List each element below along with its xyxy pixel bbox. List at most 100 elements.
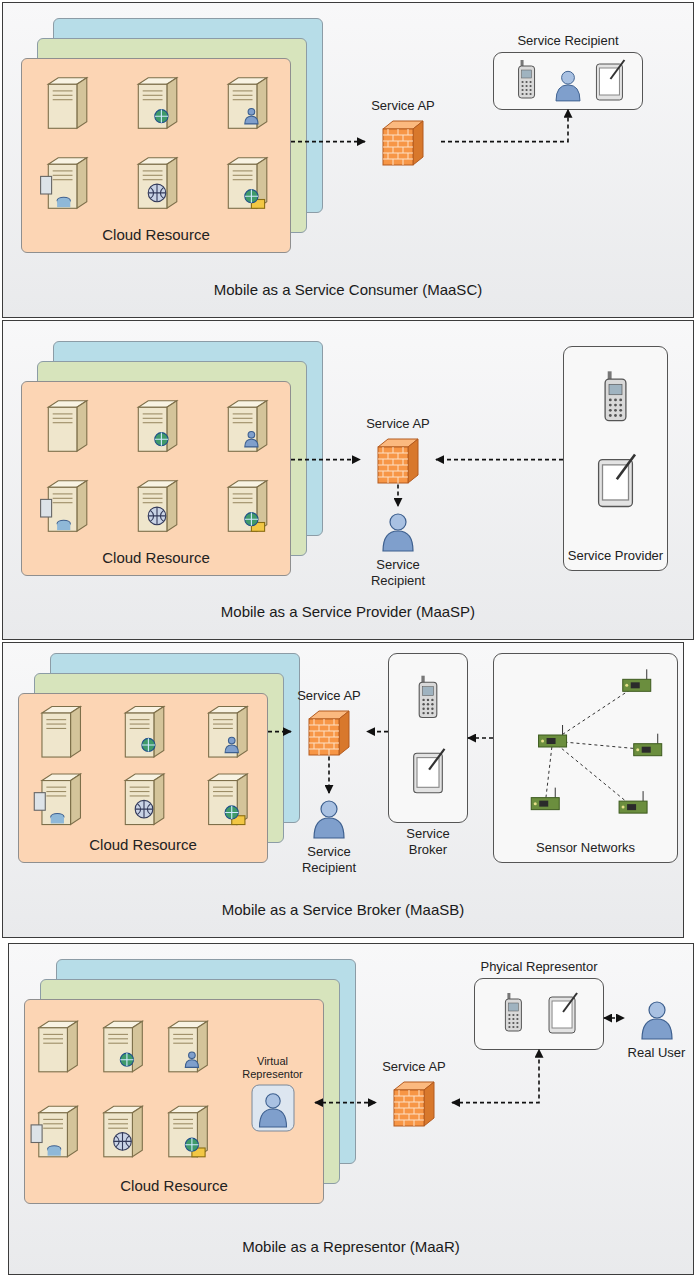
- wire-globe-badge: [135, 800, 153, 818]
- firewall-front: [309, 719, 339, 755]
- device-group: Phyical Representor: [474, 959, 604, 1050]
- scenario-caption: Mobile as a Service Provider (MaaSP): [3, 603, 693, 621]
- server-slot: [46, 728, 66, 729]
- server-slot: [130, 728, 150, 729]
- phone-key: [529, 88, 531, 90]
- server-rack: [22, 59, 292, 219]
- dashed-connector: [268, 731, 291, 733]
- scenario-caption: Mobile as a Service Consumer (MaaSC): [3, 281, 693, 299]
- firewall-icon: [381, 117, 425, 167]
- firewall-icon: [376, 435, 420, 485]
- sensor-link: [545, 741, 552, 804]
- sensor-icon: [531, 788, 559, 810]
- person-label: Real User: [628, 1045, 686, 1061]
- cloud-label: Cloud Resource: [25, 1177, 323, 1195]
- globe-badge: [225, 806, 238, 819]
- server-slot: [130, 719, 150, 720]
- server-front: [138, 164, 167, 208]
- server-front: [39, 1028, 68, 1072]
- brick-joint: [403, 159, 404, 165]
- phone-key: [427, 699, 429, 701]
- server-slot: [53, 170, 73, 171]
- server-slot: [46, 787, 66, 788]
- server-slot: [53, 413, 73, 414]
- dashed-connector: [315, 1102, 376, 1104]
- person-body: [259, 1109, 286, 1127]
- person-icon: [556, 71, 580, 101]
- sensor-antenna: [643, 791, 644, 801]
- server-slot: [233, 422, 253, 423]
- server-front: [48, 407, 77, 451]
- server-icon: [125, 706, 164, 757]
- brick-joint: [388, 453, 389, 459]
- dashed-connector: [441, 110, 568, 142]
- phone-key: [431, 699, 433, 701]
- cloud-resource: Cloud Resource: [21, 381, 291, 576]
- globe-badge: [120, 1053, 133, 1066]
- server-slot: [53, 493, 73, 494]
- wire-globe-lines: [114, 1133, 132, 1151]
- server-slot: [233, 413, 253, 414]
- brick-joint: [314, 743, 315, 749]
- brick-joint: [404, 1120, 405, 1126]
- server-icon: [104, 1106, 143, 1157]
- globe-lines: [185, 1138, 198, 1151]
- server-slot: [233, 498, 253, 499]
- device-group-label: Phyical Representor: [480, 959, 597, 975]
- brick-joint: [393, 447, 394, 453]
- server-side: [197, 1021, 207, 1072]
- phone-key: [521, 88, 523, 90]
- server-icon: [41, 481, 87, 532]
- server-side: [67, 1106, 77, 1157]
- globe-badge: [245, 190, 258, 203]
- phone-key: [516, 1013, 518, 1015]
- phone-body: [519, 66, 535, 98]
- server-slot: [213, 728, 233, 729]
- server-slot: [143, 175, 163, 176]
- phone-key: [609, 398, 612, 401]
- brick-joint: [404, 1096, 405, 1102]
- brick-joint: [409, 1102, 410, 1108]
- stylus: [617, 454, 635, 479]
- brick-joint: [408, 141, 409, 147]
- server-slot: [143, 498, 163, 499]
- phone-key: [512, 1013, 514, 1015]
- person-body: [314, 818, 344, 838]
- server-slot: [173, 1123, 193, 1124]
- firewall-side: [413, 121, 423, 165]
- sensor-board: [539, 735, 567, 747]
- server-slot: [130, 795, 150, 796]
- sensor-icon: [539, 725, 567, 747]
- server-front: [104, 1113, 133, 1157]
- sensor-link: [553, 741, 634, 807]
- server-slot: [143, 502, 163, 503]
- server-slot: [108, 1043, 128, 1044]
- phone-icon: [505, 993, 521, 1031]
- access-point-label: Service AP: [366, 416, 430, 432]
- dashed-connector: [452, 1050, 539, 1103]
- monitor-badge: [34, 793, 45, 811]
- server-slot: [53, 90, 73, 91]
- phone-key: [508, 1013, 510, 1015]
- server-side: [237, 706, 247, 757]
- server-slot: [213, 787, 233, 788]
- person-badge-body: [225, 745, 238, 753]
- server-side: [257, 78, 267, 129]
- scenario-caption: Mobile as a Service Broker (MaaSB): [3, 901, 683, 919]
- cloud-resource: Virtual RepresentorCloud Resource: [24, 999, 324, 1204]
- person-group: [642, 1002, 672, 1039]
- phone-key: [619, 414, 622, 417]
- dashed-connector: [397, 485, 399, 506]
- device-box: [388, 653, 468, 823]
- globe-lines: [245, 190, 258, 203]
- server-slot: [213, 795, 233, 796]
- server-side: [77, 158, 87, 209]
- server-front: [125, 781, 154, 825]
- server-side: [257, 401, 267, 452]
- brick-joint: [419, 1114, 420, 1120]
- person-head: [321, 801, 337, 817]
- sensor-board: [619, 801, 647, 813]
- brick-joint: [393, 459, 394, 465]
- brick-joint: [383, 471, 384, 477]
- server-slot: [143, 179, 163, 180]
